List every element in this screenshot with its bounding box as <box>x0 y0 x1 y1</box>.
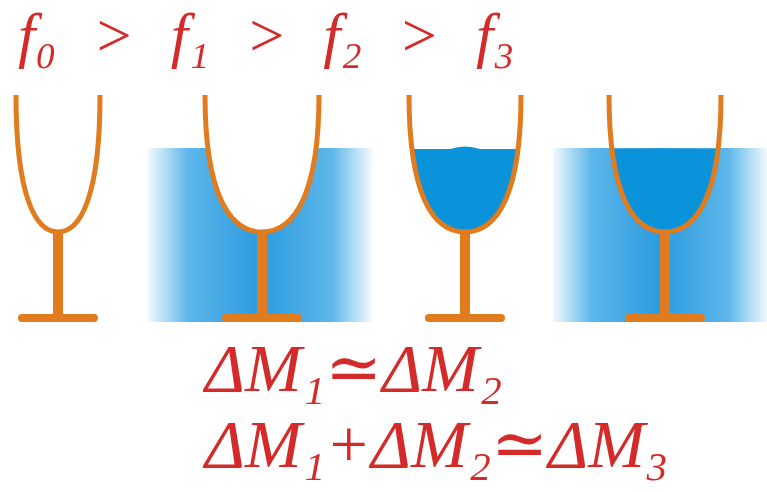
mass-equation: ΔM₁≃ΔM₂ <box>205 334 502 402</box>
glass-base <box>425 314 505 322</box>
frequency-label: f₂ <box>323 4 362 66</box>
glass-stem <box>257 230 267 316</box>
comparison-sign: > <box>398 4 440 66</box>
frequency-row: f₀ > f₁ > f₂ > f₃ <box>18 4 515 66</box>
frequency-label: f₁ <box>171 4 210 66</box>
glass-bowl <box>205 95 319 232</box>
comparison-sign: > <box>93 4 135 66</box>
mass-equation: ΔM₁+ΔM₂≃ΔM₃ <box>205 410 668 478</box>
water-bath <box>553 148 767 322</box>
glass-base <box>222 314 302 322</box>
frequency-label: f₀ <box>18 4 57 66</box>
wine-glass <box>205 95 319 232</box>
glass-stem <box>53 230 63 316</box>
wine-glass <box>409 95 521 232</box>
glass-stem <box>660 230 670 316</box>
frequency-label: f₃ <box>476 4 515 66</box>
comparison-sign: > <box>245 4 287 66</box>
wine-glass <box>16 95 100 232</box>
glass-base <box>18 314 98 322</box>
glass-base <box>625 314 705 322</box>
glass-stem <box>460 230 470 316</box>
wine-glass <box>609 95 721 232</box>
